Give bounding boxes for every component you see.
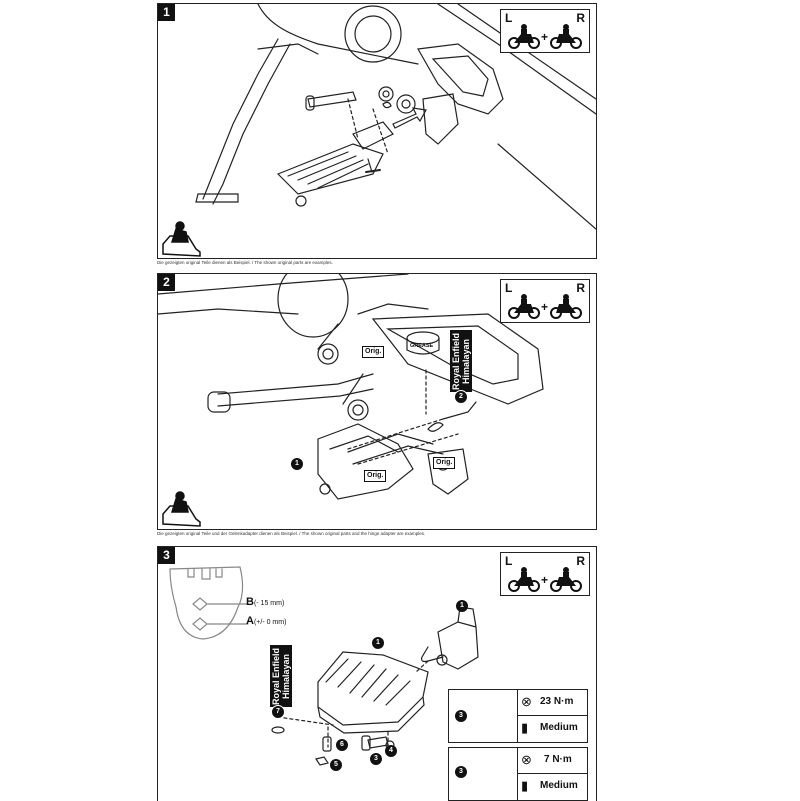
boot-icon	[162, 221, 201, 257]
step-1-panel: 1 L R +	[157, 3, 597, 259]
step-number: 3	[158, 547, 175, 564]
left-right-badge: L R +	[500, 279, 590, 323]
right-letter: R	[576, 281, 585, 295]
dimension-a-letter: A	[246, 615, 254, 627]
part-number-badge: 1	[372, 637, 384, 649]
motorcycle-left-icon	[508, 567, 540, 592]
part-number-badge: 3	[455, 766, 467, 778]
motorcycle-left-icon	[508, 24, 540, 49]
brand-label: Royal Enfield Himalayan	[270, 645, 292, 707]
torque-cell: ⊗ 7 N·m	[517, 747, 588, 774]
step-2-illustration	[158, 274, 544, 527]
loctite-bottle-icon: ▮	[521, 720, 529, 735]
dimension-a-note: (+/- 0 mm)	[253, 619, 287, 626]
torque-value: 23 N·m	[540, 696, 574, 707]
loctite-strength: Medium	[540, 722, 578, 733]
step-2-caption: Die gezeigten original Teile und der Gel…	[157, 531, 426, 536]
part-number-badge: 6	[336, 739, 348, 751]
brand-label: Royal Enfield Himalayan	[450, 330, 472, 392]
part-number-badge: 1	[291, 458, 303, 470]
torque-spec-box: 3 ⊗ 23 N·m ▮ Medium	[448, 689, 588, 743]
step-1-caption: Die gezeigten original Teile dienen als …	[157, 260, 333, 265]
dimension-b: B(- 15 mm)	[246, 596, 284, 608]
part-number-badge: 7	[271, 705, 285, 719]
motorcycle-right-icon	[550, 294, 582, 319]
step-3-panel: 3 L R +	[157, 546, 597, 801]
left-letter: L	[505, 554, 513, 568]
motorcycle-right-icon	[550, 567, 582, 592]
dimension-b-letter: B	[246, 596, 254, 608]
original-part-callout: Orig.	[362, 346, 385, 358]
loctite-strength: Medium	[540, 780, 578, 791]
part-number-badge: 2	[454, 390, 468, 404]
step-2-panel: 2 L R +	[157, 273, 597, 530]
grease-label: GREASE	[410, 343, 434, 349]
left-letter: L	[505, 281, 513, 295]
loctite-cell: ▮ Medium	[517, 715, 588, 743]
loctite-cell: ▮ Medium	[517, 773, 588, 801]
plus-sign: +	[541, 30, 549, 44]
boot-icon	[162, 491, 201, 527]
part-number-badge: 3	[455, 710, 467, 722]
part-number-badge: 3	[370, 753, 382, 765]
torque-value: 7 N·m	[544, 754, 572, 765]
step-number: 1	[158, 4, 175, 21]
part-number-badge: 5	[330, 759, 342, 771]
left-right-badge: L R +	[500, 552, 590, 596]
right-letter: R	[576, 554, 585, 568]
motorcycle-left-icon	[508, 294, 540, 319]
original-part-callout: Orig.	[364, 470, 387, 482]
original-part-callout: Orig.	[433, 457, 456, 469]
left-letter: L	[505, 11, 513, 25]
part-number-badge: 1	[456, 600, 468, 612]
dimension-b-note: (- 15 mm)	[253, 600, 285, 607]
loctite-bottle-icon: ▮	[521, 778, 529, 793]
torque-spec-box: 3 ⊗ 7 N·m ▮ Medium	[448, 747, 588, 801]
torque-wrench-icon: ⊗	[521, 694, 532, 709]
step-1-illustration	[162, 4, 596, 257]
left-right-badge: L R +	[500, 9, 590, 53]
step-number: 2	[158, 274, 175, 291]
plus-sign: +	[541, 573, 549, 587]
right-letter: R	[576, 11, 585, 25]
plus-sign: +	[541, 300, 549, 314]
dimension-a: A(+/- 0 mm)	[246, 615, 286, 627]
torque-wrench-icon: ⊗	[521, 752, 532, 767]
torque-cell: ⊗ 23 N·m	[517, 689, 588, 716]
part-number-badge: 4	[385, 745, 397, 757]
motorcycle-right-icon	[550, 24, 582, 49]
